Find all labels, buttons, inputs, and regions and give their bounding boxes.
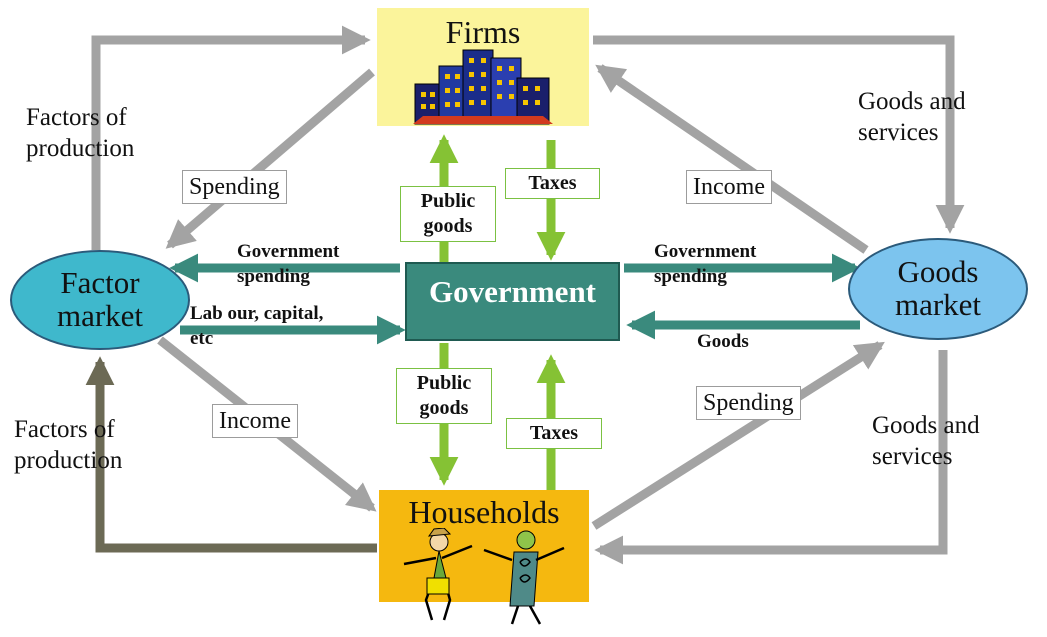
factor-market-line1: Factor (60, 265, 140, 301)
goods-market-node: Goods market (848, 238, 1028, 340)
public-goods-bottom-line1: Public (416, 372, 472, 394)
gov-spending-right-label: Government spending (654, 240, 756, 289)
gov-spending-left-label: Government spending (237, 240, 339, 289)
arrow-households-to-factor (85, 356, 377, 553)
factors-top-line1: Factors of (26, 104, 127, 131)
households-label: Households (408, 494, 560, 530)
goods-services-top-line2: services (858, 119, 939, 147)
factor-market-line2: market (56, 298, 144, 333)
public-goods-top-line1: Public (420, 190, 476, 212)
arrow-firms-spending-to-factor (165, 68, 375, 249)
taxes-top-label: Taxes (505, 168, 600, 199)
goods-market-line2: market (894, 287, 982, 322)
gov-spending-right-line1: Government (654, 241, 757, 262)
firms-label: Firms (445, 14, 521, 50)
arrow-firms-to-goods (593, 35, 965, 234)
factors-bottom-line2: production (14, 447, 123, 475)
goods-label: Goods (697, 331, 749, 352)
government-node: Government (405, 262, 620, 341)
goods-market-line1: Goods (897, 254, 979, 290)
spending-top-label: Spending (182, 170, 287, 204)
gov-spending-left-line1: Government (237, 241, 340, 262)
factors-bottom-line1: Factors of (14, 416, 115, 443)
factors-of-production-top: Factors of production (26, 102, 134, 165)
factor-market-node: Factor market (10, 250, 190, 350)
gov-spending-left-line2: spending (237, 265, 310, 287)
income-bottom-label: Income (212, 404, 298, 438)
factors-top-line2: production (26, 135, 135, 163)
arrow-factor-to-firms (91, 25, 371, 250)
taxes-bottom-label: Taxes (506, 418, 602, 449)
labour-capital-label: Lab our, capital, etc (190, 302, 323, 351)
public-goods-top-line2: goods (423, 215, 473, 237)
labour-line2: etc (190, 327, 214, 349)
goods-services-bottom-line2: services (872, 443, 953, 471)
public-goods-top-label: Public goods (400, 186, 496, 242)
public-goods-bottom-label: Public goods (396, 368, 492, 424)
goods-and-services-top: Goods and services (858, 86, 966, 149)
arrow-goods-to-households (594, 350, 948, 565)
city-buildings-icon (413, 49, 553, 125)
dancing-people-icon (403, 528, 565, 625)
public-goods-bottom-line2: goods (419, 397, 469, 419)
arrow-goods-income-to-firms (595, 64, 869, 254)
income-top-label: Income (686, 170, 772, 204)
goods-services-bottom-line1: Goods and (872, 412, 980, 439)
goods-services-top-line1: Goods and (858, 88, 966, 115)
gov-spending-right-line2: spending (654, 265, 727, 287)
factors-of-production-bottom: Factors of production (14, 414, 122, 477)
arrow-households-spending-to-goods (591, 341, 885, 530)
labour-line1: Lab our, capital, (190, 303, 324, 324)
households-node: Households (379, 490, 589, 625)
firms-node: Firms (377, 8, 589, 126)
goods-and-services-bottom: Goods and services (872, 410, 980, 473)
spending-bottom-label: Spending (696, 386, 801, 420)
